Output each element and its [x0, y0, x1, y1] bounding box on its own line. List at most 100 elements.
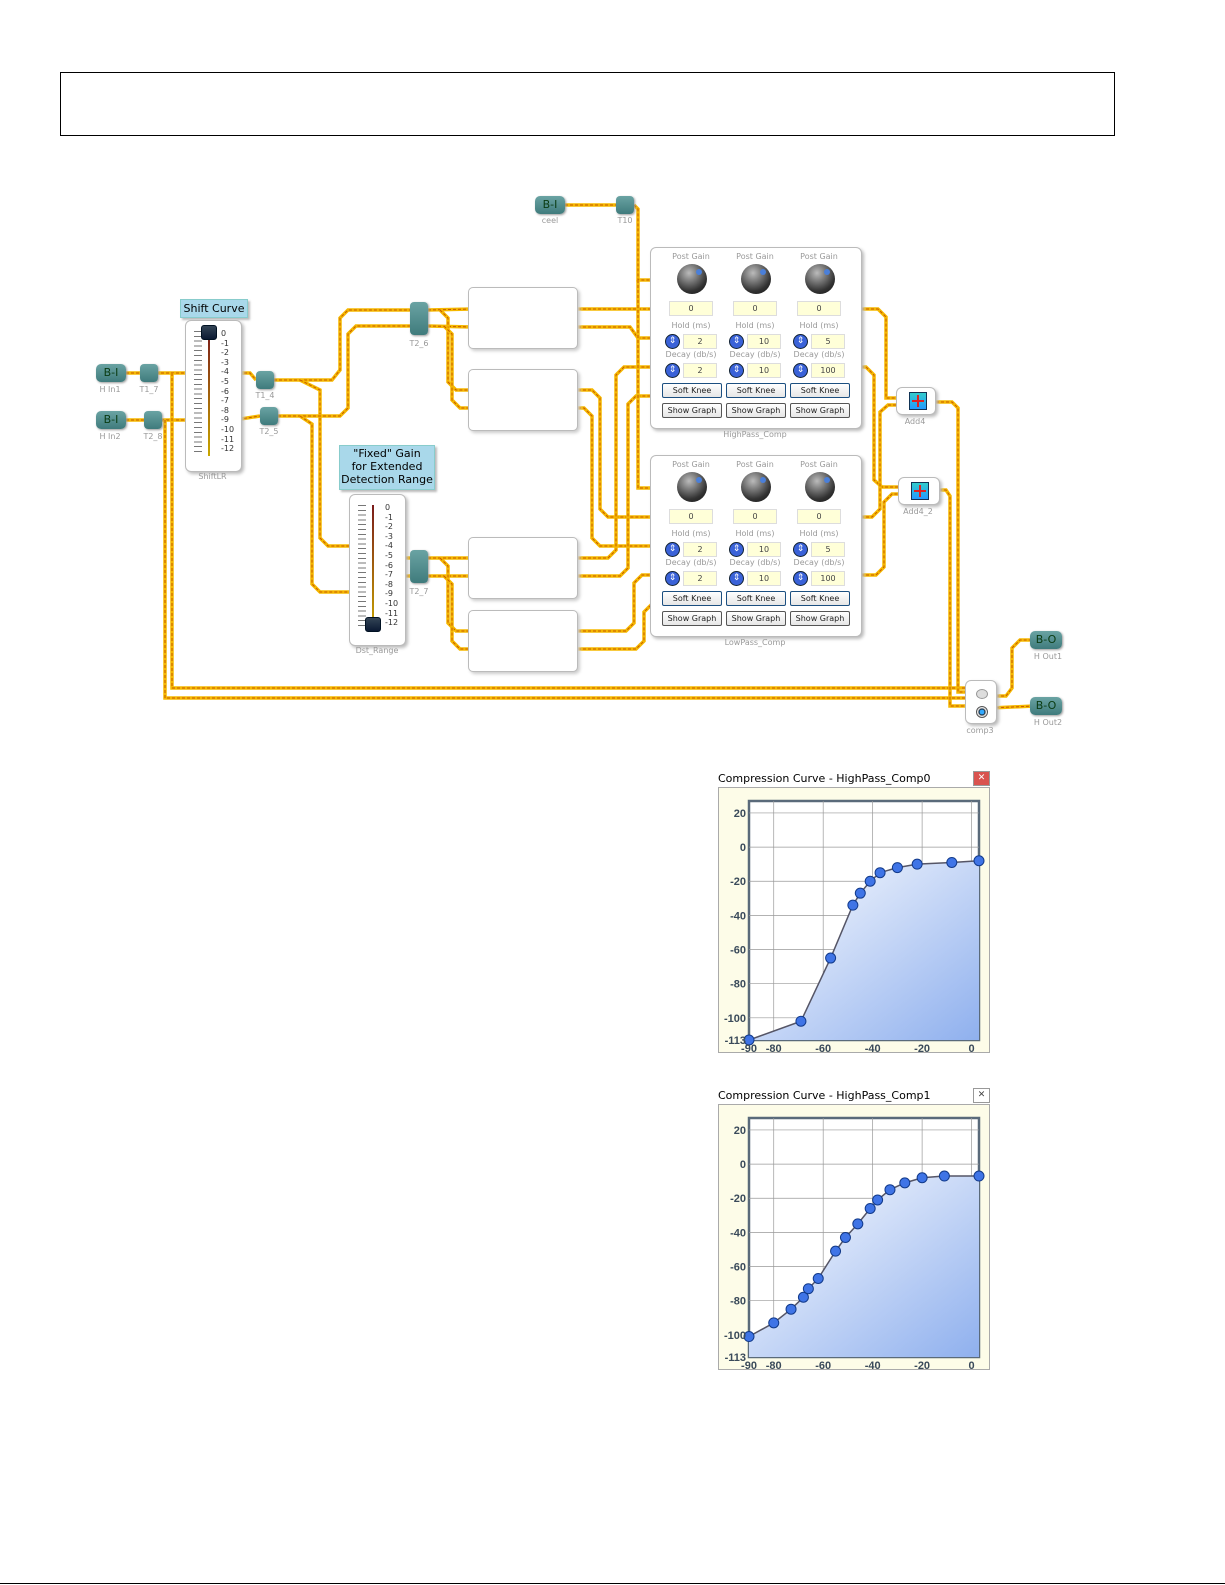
curve-point[interactable] [884, 1184, 896, 1196]
post-gain-field[interactable]: 0 [733, 509, 777, 524]
curve-point[interactable] [946, 856, 958, 868]
slider-thumb[interactable] [365, 617, 381, 632]
soft-knee-button[interactable]: Soft Knee [662, 383, 722, 398]
post-gain-knob[interactable] [805, 264, 835, 294]
decay-field[interactable]: 10 [747, 363, 781, 378]
curve-point[interactable] [973, 1170, 985, 1182]
add4-block[interactable] [896, 387, 936, 415]
h-out2-node[interactable]: B-O [1030, 697, 1062, 715]
decay-field[interactable]: 10 [747, 571, 781, 586]
curve-point[interactable] [891, 862, 903, 874]
post-gain-knob[interactable] [805, 472, 835, 502]
show-graph-button[interactable]: Show Graph [726, 403, 786, 418]
curve-point[interactable] [872, 1194, 884, 1206]
curve-point[interactable] [916, 1172, 928, 1184]
t2-6-node[interactable] [410, 302, 428, 335]
radio-off-icon[interactable] [976, 689, 988, 699]
t2-8-node[interactable] [144, 411, 162, 429]
slider-thumb[interactable] [201, 325, 217, 340]
soft-knee-button[interactable]: Soft Knee [726, 591, 786, 606]
radio-on-icon[interactable] [976, 706, 988, 718]
curve-point[interactable] [839, 1232, 851, 1243]
ceel-node[interactable]: B-I [535, 196, 565, 214]
curve-point[interactable] [797, 1291, 809, 1303]
hold-field[interactable]: 5 [811, 542, 845, 557]
h-in2-node[interactable]: B-I [96, 411, 126, 429]
curve-point[interactable] [938, 1170, 950, 1182]
show-graph-button[interactable]: Show Graph [790, 403, 850, 418]
curve-point[interactable] [874, 867, 886, 879]
curve-point[interactable] [847, 899, 859, 911]
post-gain-field[interactable]: 0 [669, 301, 713, 316]
t10-node[interactable] [616, 196, 634, 214]
hold-field[interactable]: 10 [747, 334, 781, 349]
post-gain-field[interactable]: 0 [733, 301, 777, 316]
hold-field[interactable]: 5 [811, 334, 845, 349]
decay-field[interactable]: 100 [811, 363, 845, 378]
post-gain-knob[interactable] [677, 472, 707, 502]
curve-point[interactable] [864, 1202, 876, 1214]
h-out1-node[interactable]: B-O [1030, 631, 1062, 649]
curve-point[interactable] [785, 1303, 797, 1315]
curve-point[interactable] [743, 1034, 755, 1046]
curve-point[interactable] [795, 1015, 807, 1027]
curve-point[interactable] [973, 855, 985, 867]
spin-icon[interactable]: ⇕ [665, 542, 680, 557]
show-graph-button[interactable]: Show Graph [662, 611, 722, 626]
spin-icon[interactable]: ⇕ [729, 542, 744, 557]
curve-point[interactable] [864, 875, 876, 887]
dst-slider-panel[interactable]: 0-1-2-3-4-5-6-7-8-9-10-11-12 [349, 494, 406, 646]
spin-icon[interactable]: ⇕ [665, 571, 680, 586]
soft-knee-button[interactable]: Soft Knee [662, 591, 722, 606]
curve-point[interactable] [802, 1283, 814, 1295]
spin-icon[interactable]: ⇕ [793, 334, 808, 349]
post-gain-knob[interactable] [741, 264, 771, 294]
t1-4-node[interactable] [256, 371, 274, 389]
decay-field[interactable]: 2 [683, 363, 717, 378]
spin-icon[interactable]: ⇕ [729, 363, 744, 378]
close-icon[interactable]: ✕ [973, 771, 990, 786]
spin-icon[interactable]: ⇕ [665, 334, 680, 349]
post-gain-field[interactable]: 0 [797, 509, 841, 524]
decay-field[interactable]: 2 [683, 571, 717, 586]
soft-knee-button[interactable]: Soft Knee [790, 591, 850, 606]
filter-block-3[interactable] [468, 537, 578, 599]
post-gain-knob[interactable] [741, 472, 771, 502]
spin-icon[interactable]: ⇕ [793, 571, 808, 586]
comp3-block[interactable] [965, 680, 997, 724]
curve-point[interactable] [830, 1245, 842, 1257]
soft-knee-button[interactable]: Soft Knee [726, 383, 786, 398]
add4-2-block[interactable] [898, 477, 940, 505]
shift-slider-panel[interactable]: 0-1-2-3-4-5-6-7-8-9-10-11-12 [185, 320, 242, 472]
spin-icon[interactable]: ⇕ [729, 571, 744, 586]
show-graph-button[interactable]: Show Graph [790, 611, 850, 626]
curve-point[interactable] [768, 1317, 780, 1329]
filter-block-4[interactable] [468, 610, 578, 672]
show-graph-button[interactable]: Show Graph [662, 403, 722, 418]
h-in1-node[interactable]: B-I [96, 364, 126, 382]
spin-icon[interactable]: ⇕ [793, 542, 808, 557]
curve-point[interactable] [911, 858, 923, 870]
curve-point[interactable] [852, 1218, 864, 1230]
t2-5-node[interactable] [260, 407, 278, 425]
show-graph-button[interactable]: Show Graph [726, 611, 786, 626]
curve-point[interactable] [854, 887, 866, 899]
t1-7-node[interactable] [140, 364, 158, 382]
post-gain-field[interactable]: 0 [669, 509, 713, 524]
spin-icon[interactable]: ⇕ [729, 334, 744, 349]
hold-field[interactable]: 2 [683, 334, 717, 349]
filter-block-2[interactable] [468, 369, 578, 431]
soft-knee-button[interactable]: Soft Knee [790, 383, 850, 398]
curve-point[interactable] [743, 1331, 755, 1343]
spin-icon[interactable]: ⇕ [665, 363, 680, 378]
post-gain-knob[interactable] [677, 264, 707, 294]
filter-block-1[interactable] [468, 287, 578, 349]
curve-point[interactable] [825, 952, 837, 964]
post-gain-field[interactable]: 0 [797, 301, 841, 316]
spin-icon[interactable]: ⇕ [793, 363, 808, 378]
close-icon[interactable]: ✕ [973, 1088, 990, 1103]
hold-field[interactable]: 2 [683, 542, 717, 557]
hold-field[interactable]: 10 [747, 542, 781, 557]
curve-point[interactable] [812, 1272, 824, 1284]
t2-7-node[interactable] [410, 550, 428, 583]
